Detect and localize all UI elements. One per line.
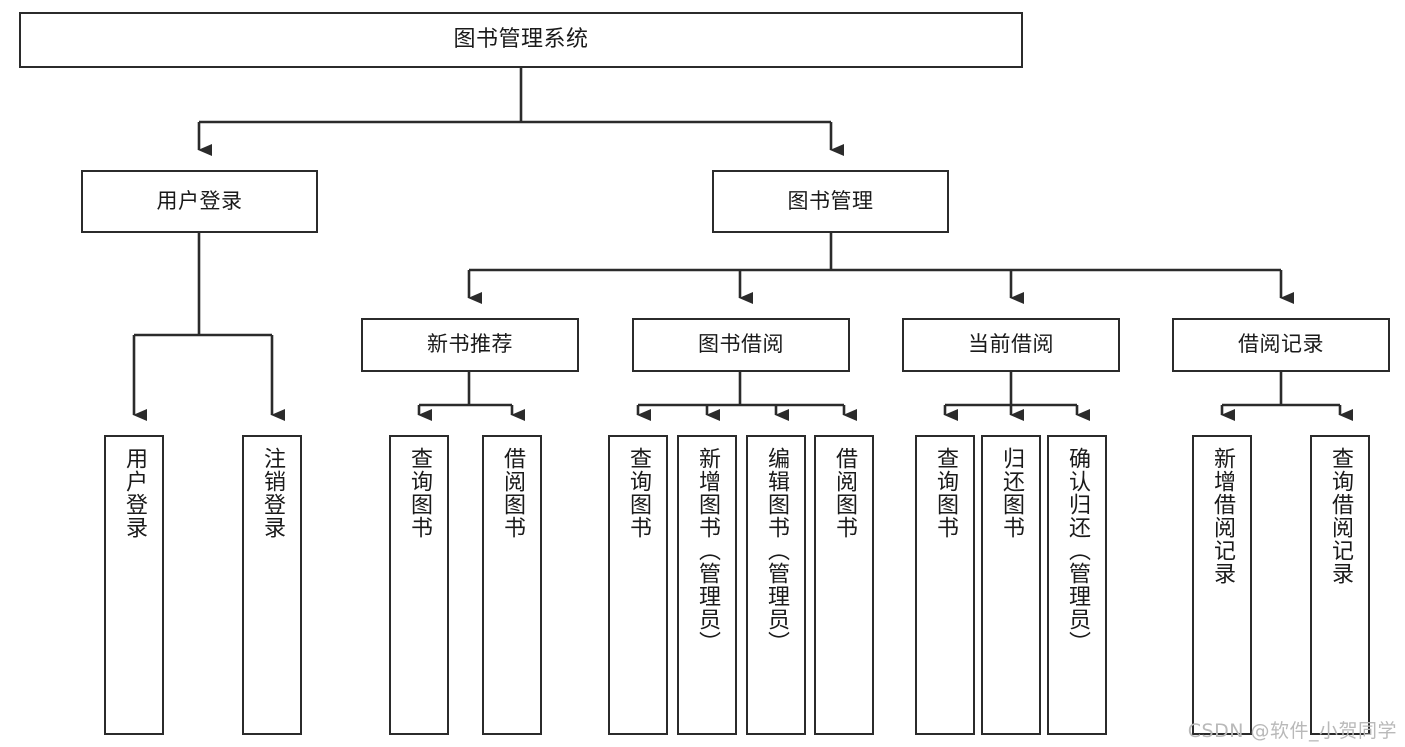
leaf-borrow-borrow-book[interactable]: 借阅图书	[814, 435, 874, 735]
leaf-user-login-action[interactable]: 用户登录	[104, 435, 164, 735]
node-label: 借阅图书	[831, 447, 857, 539]
leaf-current-confirm-return-admin[interactable]: 确认归还（管理员）	[1047, 435, 1107, 735]
leaf-current-query-book[interactable]: 查询图书	[915, 435, 975, 735]
node-book-management[interactable]: 图书管理	[712, 170, 949, 233]
leaf-recommend-borrow-book[interactable]: 借阅图书	[482, 435, 542, 735]
node-label: 查询图书	[625, 447, 651, 539]
node-label: 新增借阅记录	[1209, 447, 1235, 585]
node-label: 新增图书（管理员）	[694, 447, 720, 654]
node-user-login[interactable]: 用户登录	[81, 170, 318, 233]
node-label: 借阅记录	[1238, 332, 1324, 357]
node-label: 确认归还（管理员）	[1064, 447, 1090, 654]
node-label: 归还图书	[998, 447, 1024, 539]
leaf-borrow-query-book[interactable]: 查询图书	[608, 435, 668, 735]
leaf-borrow-edit-book-admin[interactable]: 编辑图书（管理员）	[746, 435, 806, 735]
node-label: 图书借阅	[698, 332, 784, 357]
node-label: 借阅图书	[499, 447, 525, 539]
node-label: 查询图书	[932, 447, 958, 539]
node-label: 图书管理	[787, 188, 874, 213]
node-new-book-recommend[interactable]: 新书推荐	[361, 318, 579, 372]
csdn-watermark: CSDN @软件_小贺同学	[1187, 720, 1397, 742]
node-label: 用户登录	[121, 447, 147, 539]
node-label: 用户登录	[156, 188, 243, 213]
leaf-record-add-borrow-record[interactable]: 新增借阅记录	[1192, 435, 1252, 735]
node-label: 图书管理系统	[453, 26, 589, 52]
leaf-current-return-book[interactable]: 归还图书	[981, 435, 1041, 735]
node-borrow-record[interactable]: 借阅记录	[1172, 318, 1390, 372]
node-label: 编辑图书（管理员）	[763, 447, 789, 654]
node-label: 查询借阅记录	[1327, 447, 1353, 585]
node-label: 新书推荐	[427, 332, 513, 357]
node-root-system[interactable]: 图书管理系统	[19, 12, 1023, 68]
leaf-borrow-add-book-admin[interactable]: 新增图书（管理员）	[677, 435, 737, 735]
node-current-borrow[interactable]: 当前借阅	[902, 318, 1120, 372]
node-book-borrow[interactable]: 图书借阅	[632, 318, 850, 372]
leaf-recommend-query-book[interactable]: 查询图书	[389, 435, 449, 735]
node-label: 当前借阅	[968, 332, 1054, 357]
leaf-record-query-borrow-record[interactable]: 查询借阅记录	[1310, 435, 1370, 735]
leaf-user-logout-action[interactable]: 注销登录	[242, 435, 302, 735]
node-label: 查询图书	[406, 447, 432, 539]
node-label: 注销登录	[259, 447, 285, 539]
